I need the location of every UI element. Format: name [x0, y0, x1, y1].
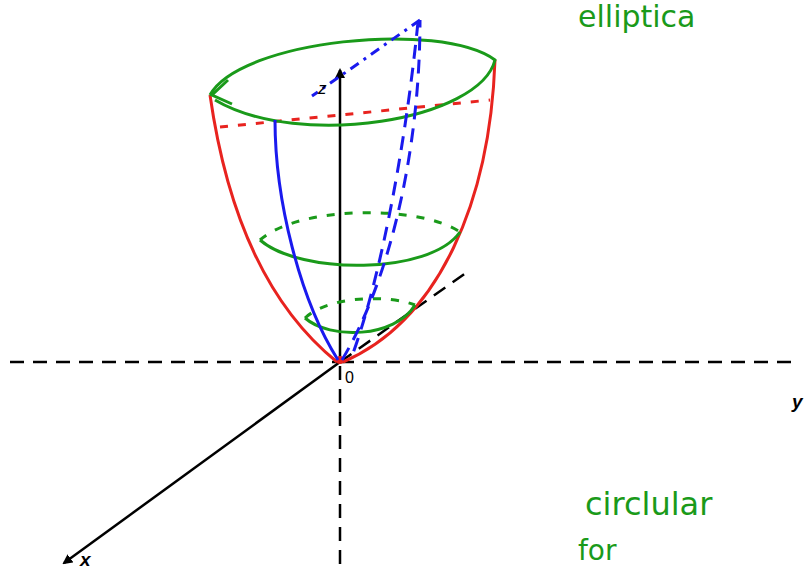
axis-label: x: [80, 550, 91, 569]
curve-note: circlular: [585, 488, 712, 520]
axis-label: z: [318, 80, 327, 97]
curve-note: for: [578, 537, 617, 565]
axis-label: y: [792, 392, 803, 411]
origin-label: 0: [345, 370, 354, 386]
curve-note: elliptica: [578, 2, 695, 32]
